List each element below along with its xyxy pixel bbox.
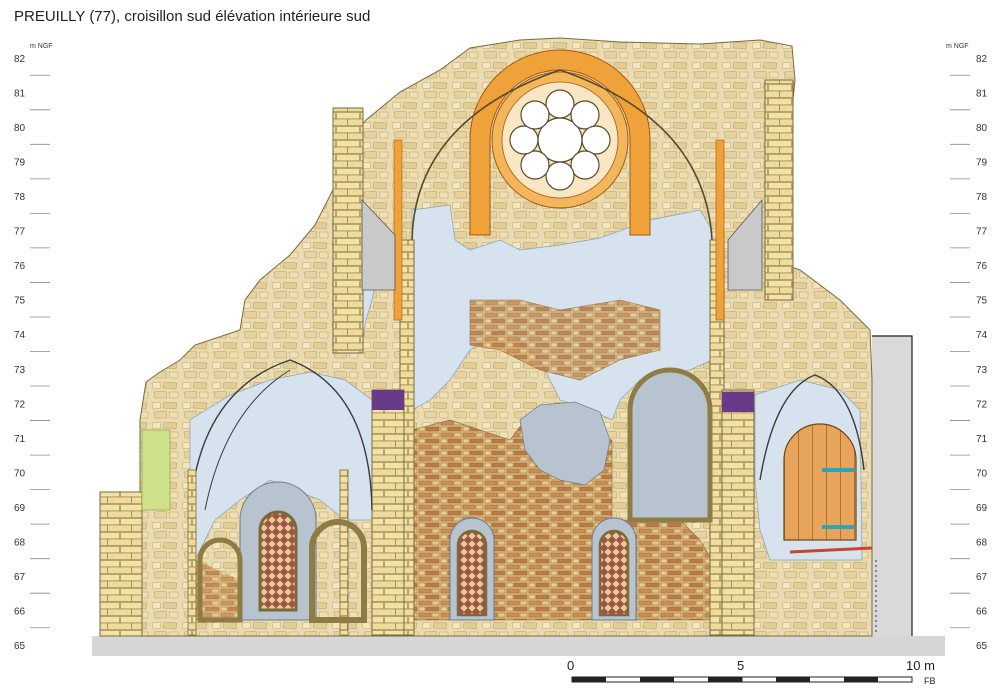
right-blind-arch <box>627 367 713 523</box>
altitude-tick-label-left-73: 73 <box>14 365 26 376</box>
wooden-door <box>783 423 857 541</box>
altitude-tick-label-left-69: 69 <box>14 503 26 514</box>
altitude-tick-label-right-73: 73 <box>976 365 988 376</box>
altitude-tick-label-right-75: 75 <box>976 296 988 307</box>
scale-label-mid: 5 <box>737 658 745 673</box>
altitude-tick-label-left-65: 65 <box>14 641 26 652</box>
altitude-tick-label-right-67: 67 <box>976 572 988 583</box>
ground-section <box>92 636 945 656</box>
altitude-tick-label-right-81: 81 <box>976 89 988 100</box>
altitude-tick-label-left-78: 78 <box>14 192 26 203</box>
axis-unit-right: m NGF <box>946 43 969 50</box>
brick-infill-upper <box>469 299 661 381</box>
buttress-right-upper <box>764 79 794 301</box>
buttress-left-upper <box>332 107 364 354</box>
altitude-tick-label-right-77: 77 <box>976 227 988 238</box>
altitude-tick-label-right-76: 76 <box>976 261 988 272</box>
altitude-axis-left: 65 66 67 68 69 70 71 72 73 74 75 76 77 78 79 80 81 82 <box>14 54 50 652</box>
altitude-tick-label-right-74: 74 <box>976 330 988 341</box>
altitude-tick-label-right-71: 71 <box>976 434 988 445</box>
page-title: PREUILLY (77), croisillon sud élévation … <box>14 8 371 25</box>
altitude-tick-label-left-75: 75 <box>14 296 26 307</box>
altitude-tick-label-left-81: 81 <box>14 89 26 100</box>
pier-right-main <box>721 389 755 636</box>
scale-bar <box>571 676 913 683</box>
altitude-tick-label-right-70: 70 <box>976 468 988 479</box>
right-ground-section <box>872 336 912 636</box>
stained-glass-window-center-left <box>449 517 495 621</box>
altitude-tick-label-left-71: 71 <box>14 434 26 445</box>
orange-shaft-right <box>715 139 725 321</box>
altitude-tick-label-right-66: 66 <box>976 606 988 617</box>
altitude-tick-label-left-74: 74 <box>14 330 26 341</box>
left-vault-column-2 <box>339 469 349 636</box>
opening-upper-left <box>361 198 396 291</box>
altitude-tick-label-left-82: 82 <box>14 54 26 65</box>
altitude-tick-label-left-80: 80 <box>14 123 26 134</box>
door-hinge-upper <box>822 468 854 472</box>
rose-window-tracery <box>509 89 611 191</box>
altitude-tick-label-right-80: 80 <box>976 123 988 134</box>
grey-render-patch <box>519 401 611 486</box>
axis-unit-left: m NGF <box>30 43 53 50</box>
altitude-tick-label-right-82: 82 <box>976 54 988 65</box>
altitude-tick-label-left-67: 67 <box>14 572 26 583</box>
left-small-arch <box>197 537 243 623</box>
altitude-tick-label-left-77: 77 <box>14 227 26 238</box>
left-vault-rib <box>189 359 373 511</box>
left-vault-column <box>187 469 197 636</box>
left-round-arch <box>309 519 367 623</box>
stained-glass-window-left <box>258 510 298 612</box>
altitude-tick-label-left-79: 79 <box>14 158 26 169</box>
altitude-axis-right: 65 66 67 68 69 70 71 72 73 74 75 76 77 78 79 80 81 82 <box>950 54 988 652</box>
altitude-tick-label-right-72: 72 <box>976 399 988 410</box>
altitude-tick-label-left-72: 72 <box>14 399 26 410</box>
scale-label-end: 10 m <box>906 658 935 673</box>
rose-window-arch <box>469 49 651 236</box>
altitude-tick-label-right-69: 69 <box>976 503 988 514</box>
central-arch-line <box>411 69 713 241</box>
red-threshold-line <box>789 546 873 554</box>
opening-upper-right <box>727 198 763 291</box>
brick-infill-left-lower <box>196 560 240 620</box>
altitude-tick-label-left-68: 68 <box>14 537 26 548</box>
orange-shaft-left <box>393 139 403 321</box>
pier-left-main <box>371 389 405 636</box>
altitude-tick-label-left-76: 76 <box>14 261 26 272</box>
scale-label-start: 0 <box>567 658 575 673</box>
altitude-tick-label-right-68: 68 <box>976 537 988 548</box>
stained-glass-window-center-right <box>591 517 637 621</box>
altitude-tick-label-left-70: 70 <box>14 468 26 479</box>
door-hinge-lower <box>822 525 854 529</box>
left-vault-rib-inner <box>204 369 291 511</box>
altitude-tick-label-right-78: 78 <box>976 192 988 203</box>
altitude-tick-label-left-66: 66 <box>14 606 26 617</box>
altitude-tick-label-right-79: 79 <box>976 158 988 169</box>
right-vault-rib <box>759 374 865 481</box>
repair-band-left <box>372 390 404 410</box>
green-masonry-zone <box>141 429 171 511</box>
right-section-outline <box>872 335 913 636</box>
altitude-tick-label-right-65: 65 <box>976 641 988 652</box>
author-initials: FB <box>924 676 936 686</box>
repair-band-right <box>722 392 754 412</box>
left-outer-wall-block <box>99 491 143 637</box>
